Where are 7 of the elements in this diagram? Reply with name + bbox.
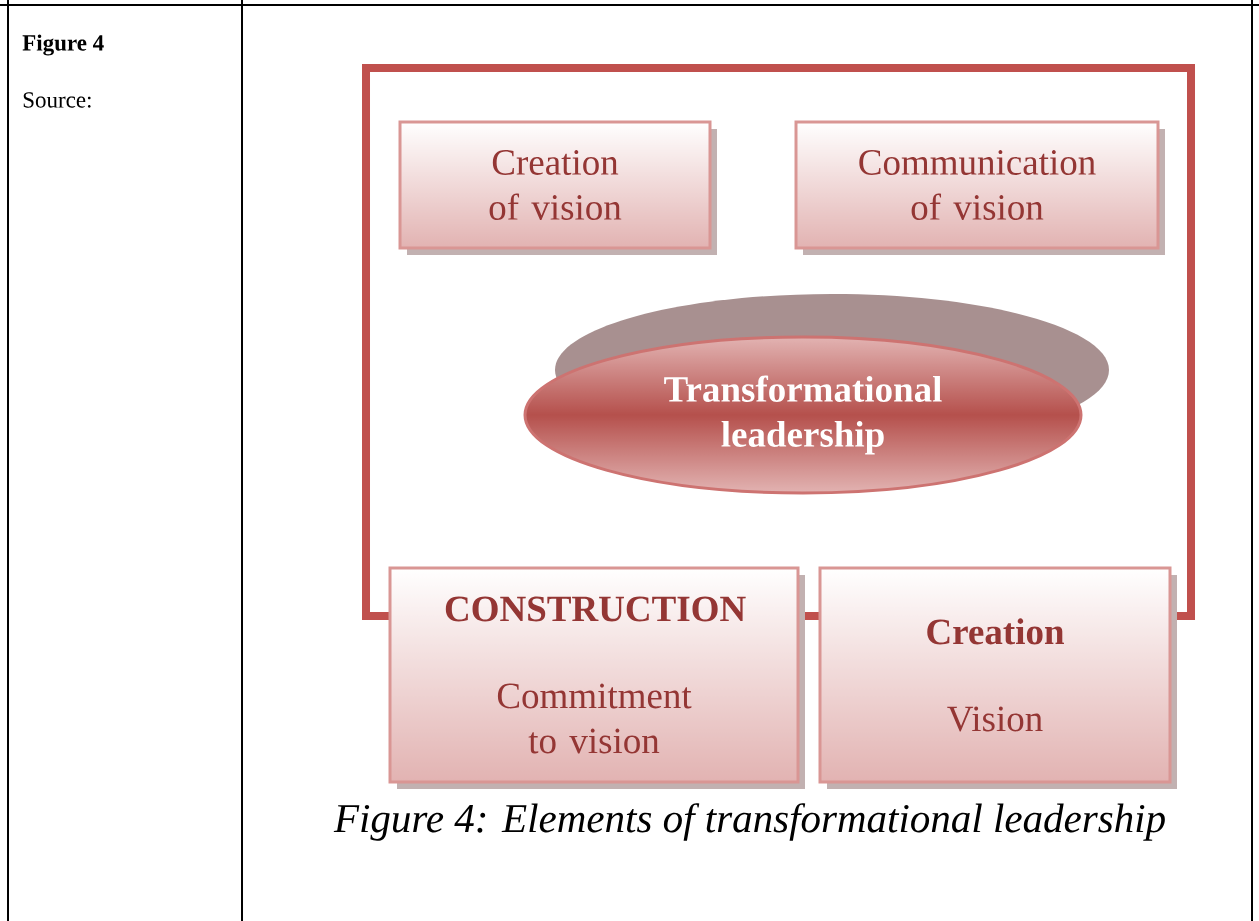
text-box: Creation of vision: [398, 120, 717, 255]
caption: Figure 4: Elements of transformational leadership: [333, 803, 1165, 841]
text-box: Creation Vision: [818, 566, 1177, 789]
text-box: Communication of vision: [794, 120, 1165, 255]
cell-text: Figure 4: [22, 34, 104, 56]
text-box: CONSTRUCTION Commitment to vision: [388, 566, 805, 789]
cell-text: Source:: [23, 92, 91, 108]
